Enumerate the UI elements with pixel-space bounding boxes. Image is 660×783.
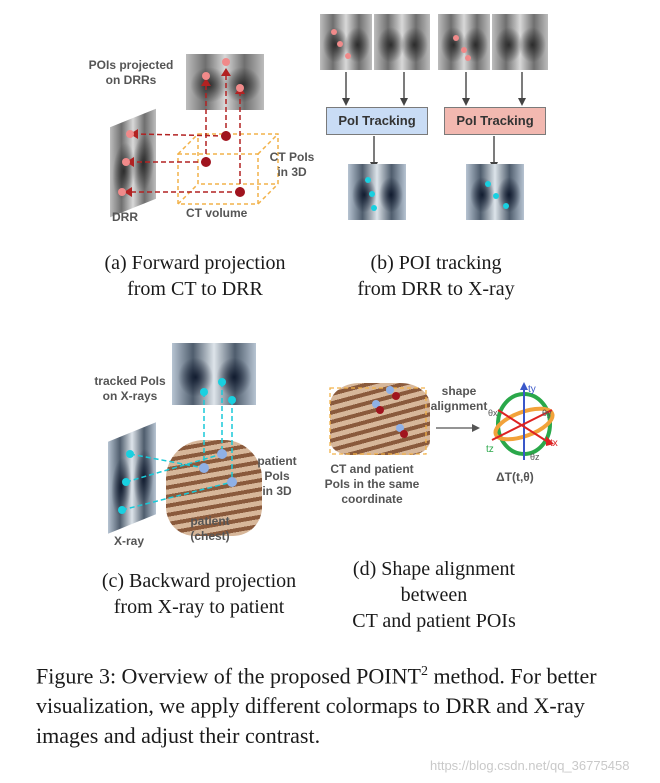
alignment-arrow	[436, 424, 480, 432]
label-tracked-pois: tracked PoIs on X-rays	[94, 374, 166, 403]
xray-image-2	[466, 164, 524, 220]
caption-c: (c) Backward projection from X-ray to pa…	[101, 570, 297, 618]
ct-volume-cube	[177, 133, 279, 205]
figure-caption-superscript: 2	[420, 664, 428, 679]
label-ct-pois: CT PoIs in 3D	[269, 150, 315, 179]
patient-pois	[199, 449, 237, 487]
axis-theta-x: θx	[488, 408, 498, 418]
drr-image-1	[320, 14, 372, 70]
label-ct-volume: CT volume	[186, 206, 248, 220]
caption-d: (d) Shape alignment between CT and patie…	[352, 558, 516, 632]
label-ct-patient-pois: CT and patient PoIs in the same coordina…	[324, 462, 420, 506]
xray-pois-c	[118, 378, 236, 514]
poi-tracking-box-right: PoI Tracking	[444, 107, 546, 135]
caption-b: (b) POI tracking from DRR to X-ray	[357, 252, 515, 300]
label-xray: X-ray	[114, 534, 145, 548]
watermark: https://blog.csdn.net/qq_36775458	[430, 758, 630, 773]
ct-pois	[201, 131, 245, 197]
xray-image-1	[348, 164, 406, 220]
label-patient-chest: patient (chest)	[190, 514, 230, 543]
poi-tracking-box-left: PoI Tracking	[326, 107, 428, 135]
axis-theta-y: θy	[542, 408, 552, 418]
aligned-pois	[329, 386, 427, 455]
backward-projection-diagram	[118, 378, 237, 514]
axis-tz: tz	[486, 444, 494, 455]
backprojection-lines	[121, 382, 233, 511]
figure-caption-prefix: Figure 3: Overview of the proposed POINT	[36, 663, 421, 689]
drr-image-3	[438, 14, 490, 70]
drr-image-4	[492, 14, 548, 70]
label-shape-alignment: shape alignment	[430, 384, 488, 413]
axis-theta-z: θz	[530, 452, 540, 462]
projection-arrows	[130, 74, 241, 193]
axis-tx: tx	[550, 438, 558, 449]
ct-patient-chest-model	[330, 383, 430, 455]
xray-image-top	[172, 343, 256, 405]
figure-caption-rest: method. For better visualization, we app…	[36, 663, 597, 749]
axis-ty: ty	[528, 384, 536, 395]
drr-pois-b	[331, 29, 471, 61]
forward-projection-diagram	[118, 58, 279, 205]
label-drr: DRR	[112, 210, 138, 224]
drr-image-2	[374, 14, 430, 70]
label-pois-projected: POIs projected on DRRs	[88, 58, 174, 87]
drr-pois	[118, 58, 244, 196]
caption-a: (a) Forward projection from CT to DRR	[104, 252, 286, 300]
figure-caption: Figure 3: Overview of the proposed POINT…	[36, 657, 626, 751]
label-delta-t: ΔT(t,θ)	[496, 470, 534, 484]
xray-pois-b	[365, 177, 509, 211]
label-patient-pois: patient PoIs in 3D	[257, 454, 297, 498]
transform-axes: ty tx tz θx θy θz	[486, 382, 558, 462]
